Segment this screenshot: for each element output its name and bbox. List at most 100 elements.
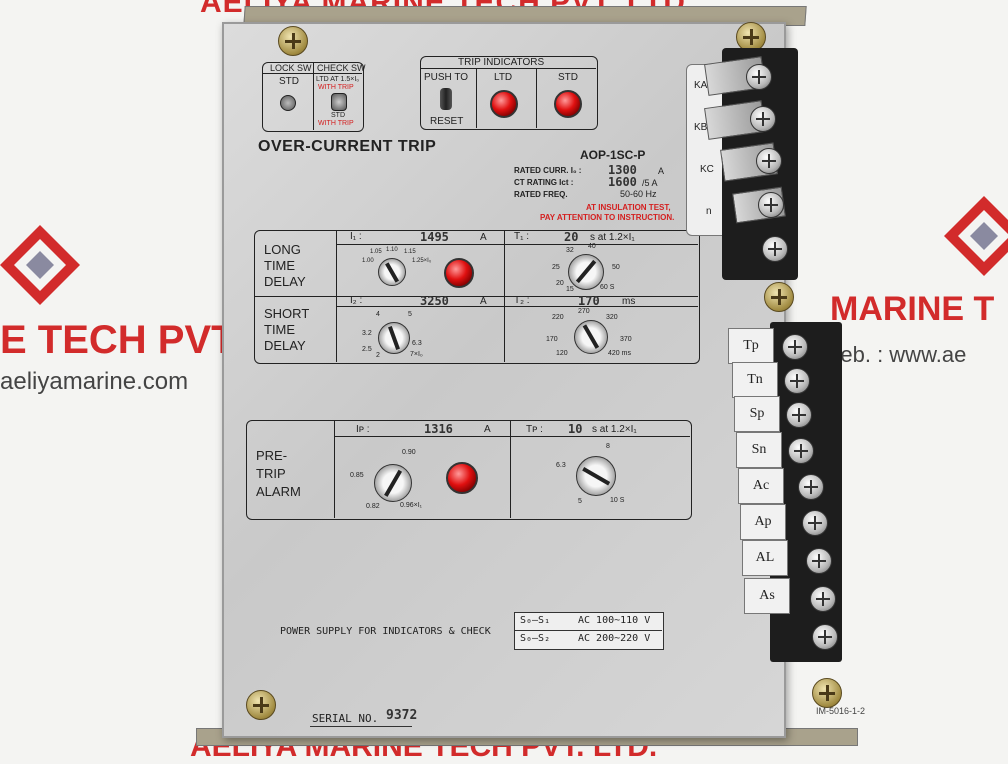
i2-scale-6: 2 [376,352,380,359]
i2-scale-1: 4 [376,311,380,318]
pre-trip-label-3: ALARM [256,484,301,499]
ps-row1-label: S₀–S₁ [520,615,551,626]
tp-value: 10 [568,422,583,436]
terminal-screw-icon[interactable] [782,334,808,360]
mounting-screw-icon [764,282,794,312]
i2-value: 3250 [420,294,449,308]
check-switch[interactable] [331,93,347,111]
lower-term-label-7: AL [742,540,788,576]
i1-unit: A [480,232,487,243]
pre-trip-label-1: PRE- [256,448,288,463]
i1-scale-1: 1.05 [370,249,382,255]
push-to-label: PUSH TO [424,72,469,83]
lower-term-label-3: Sp [734,396,780,432]
std-label: STD [558,72,578,83]
t1-setting-dial[interactable] [568,254,604,290]
tp-unit: s at 1.2×I₁ [592,424,637,435]
ct-rating-label: CT RATING Ict : [514,178,574,187]
with-trip-label-2: WITH TRIP [318,120,354,127]
i2-scale-7: 7×I₀ [410,351,423,358]
terminal-screw-icon[interactable] [786,402,812,428]
logo-icon [0,225,80,305]
tp-scale-4: 10 S [610,497,625,504]
trip-indicators-label: TRIP INDICATORS [458,57,545,68]
power-supply-label: POWER SUPPLY FOR INDICATORS & CHECK [280,626,491,637]
terminal-screw-icon[interactable] [758,192,784,218]
i2-scale-5: 2.5 [362,346,372,353]
terminal-screw-icon[interactable] [812,624,838,650]
terminal-screw-icon[interactable] [798,474,824,500]
i2-scale-2: 5 [408,311,412,318]
lower-term-label-1: Tp [728,328,774,364]
upper-term-label-2: KB [694,122,708,133]
lower-term-label-2: Tn [732,362,778,398]
ip-scale-4: 0.96×I₁ [400,502,423,509]
watermark-left: E TECH PVT [0,318,236,362]
reset-button[interactable] [440,88,452,110]
pre-trip-label-2: TRIP [256,466,286,481]
i2-unit: A [480,296,487,307]
t2-scale-4: 170 [546,336,558,343]
reset-label: RESET [430,116,464,127]
long-label-3: DELAY [264,274,306,289]
t2-setting-dial[interactable] [574,320,608,354]
t2-scale-5: 370 [620,336,632,343]
t2-scale-3: 320 [606,314,618,321]
terminal-screw-icon[interactable] [806,548,832,574]
tp-scale-3: 5 [578,498,582,505]
t2-value: 170 [578,294,600,308]
terminal-screw-icon[interactable] [802,510,828,536]
terminal-screw-icon[interactable] [746,64,772,90]
ip-setting-dial[interactable] [374,464,412,502]
warning-line-1: AT INSULATION TEST, [586,203,671,212]
lower-term-label-5: Ac [738,468,784,504]
ip-label: Iᴘ : [356,424,370,435]
i2-scale-3: 3.2 [362,330,372,337]
terminal-screw-icon[interactable] [756,148,782,174]
terminal-screw-icon[interactable] [762,236,788,262]
ps-row1-value: AC 100~110 V [578,615,651,626]
lower-term-label-4: Sn [736,432,782,468]
trip-indicators-group [420,56,598,130]
serial-value: 9372 [386,708,418,723]
lower-term-label-8: As [744,578,790,614]
rated-curr-unit: A [658,166,665,176]
i1-label: I₁ : [350,231,362,242]
watermark-right: MARINE T [830,290,995,328]
t1-scale-6: 60 S [600,284,615,291]
with-trip-label: WITH TRIP [318,84,354,91]
terminal-screw-icon[interactable] [810,586,836,612]
t1-scale-1: 32 [566,247,574,254]
t1-scale-5: 20 [556,280,564,287]
panel-screw-icon [736,22,766,52]
long-delay-led-icon [444,258,474,288]
short-label-3: DELAY [264,338,306,353]
power-supply-table [514,612,664,650]
tp-setting-dial[interactable] [576,456,616,496]
terminal-screw-icon[interactable] [784,368,810,394]
i2-setting-dial[interactable] [378,322,410,354]
i1-setting-dial[interactable] [378,258,406,286]
t2-scale-1: 270 [578,308,590,315]
ip-scale-3: 0.82 [366,503,380,510]
long-label-1: LONG [264,242,301,257]
t1-scale-4: 50 [612,264,620,271]
terminal-screw-icon[interactable] [788,438,814,464]
lock-switch[interactable] [280,95,296,111]
rated-curr-value: 1300 [608,163,637,177]
t2-unit: ms [622,296,636,307]
ip-scale-2: 0.85 [350,472,364,479]
upper-term-label-3: KC [700,164,714,175]
logo-icon-right [944,196,1008,276]
terminal-screw-icon[interactable] [750,106,776,132]
ltd-label: LTD [494,72,513,83]
upper-term-label-4: n [706,206,712,217]
panel-screw-icon [246,690,276,720]
t1-scale-3: 25 [552,264,560,271]
t1-value: 20 [564,230,579,244]
ip-unit: A [484,424,491,435]
t1-scale-7: 15 [566,286,574,293]
t2-label: T₂ : [514,295,530,306]
lower-term-label-6: Ap [740,504,786,540]
